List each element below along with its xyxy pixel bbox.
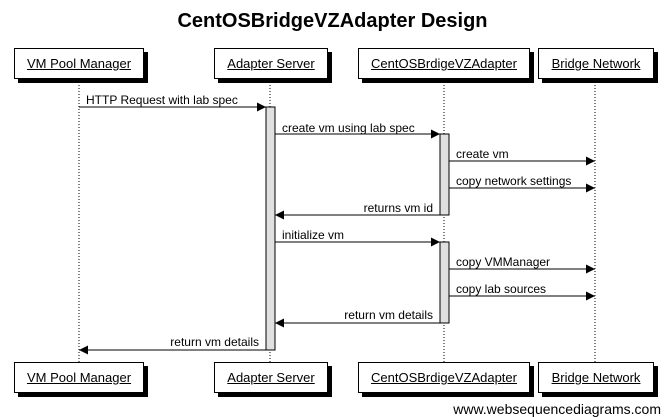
activation-bar (265, 106, 276, 351)
message-label: returns vm id (363, 201, 433, 215)
message-label: return vm details (344, 308, 433, 322)
participant-bottom-bridge-network: Bridge Network (538, 362, 654, 393)
participant-top-centos-adapter: CentOSBrdigeVZAdapter (358, 48, 530, 79)
participant-top-bridge-network: Bridge Network (538, 48, 654, 79)
message-label: copy network settings (456, 174, 572, 188)
message-label: create vm using lab spec (282, 121, 415, 135)
message-label: create vm (456, 147, 509, 161)
message-label: copy VMManager (456, 255, 551, 269)
activation-bar (439, 241, 450, 324)
participant-bottom-centos-adapter: CentOSBrdigeVZAdapter (358, 362, 530, 393)
message-label: copy lab sources (456, 282, 547, 296)
activation-bar (439, 133, 450, 216)
watermark: www.websequencediagrams.com (453, 401, 661, 417)
participant-top-vm-pool-manager: VM Pool Manager (14, 48, 144, 79)
participant-top-adapter-server: Adapter Server (214, 48, 328, 79)
diagram-title: CentOSBridgeVZAdapter Design (177, 10, 488, 32)
message-label: return vm details (170, 335, 259, 349)
participant-bottom-vm-pool-manager: VM Pool Manager (14, 362, 144, 393)
message-label: initialize vm (282, 228, 345, 242)
participant-bottom-adapter-server: Adapter Server (214, 362, 328, 393)
message-label: HTTP Request with lab spec (86, 93, 238, 107)
